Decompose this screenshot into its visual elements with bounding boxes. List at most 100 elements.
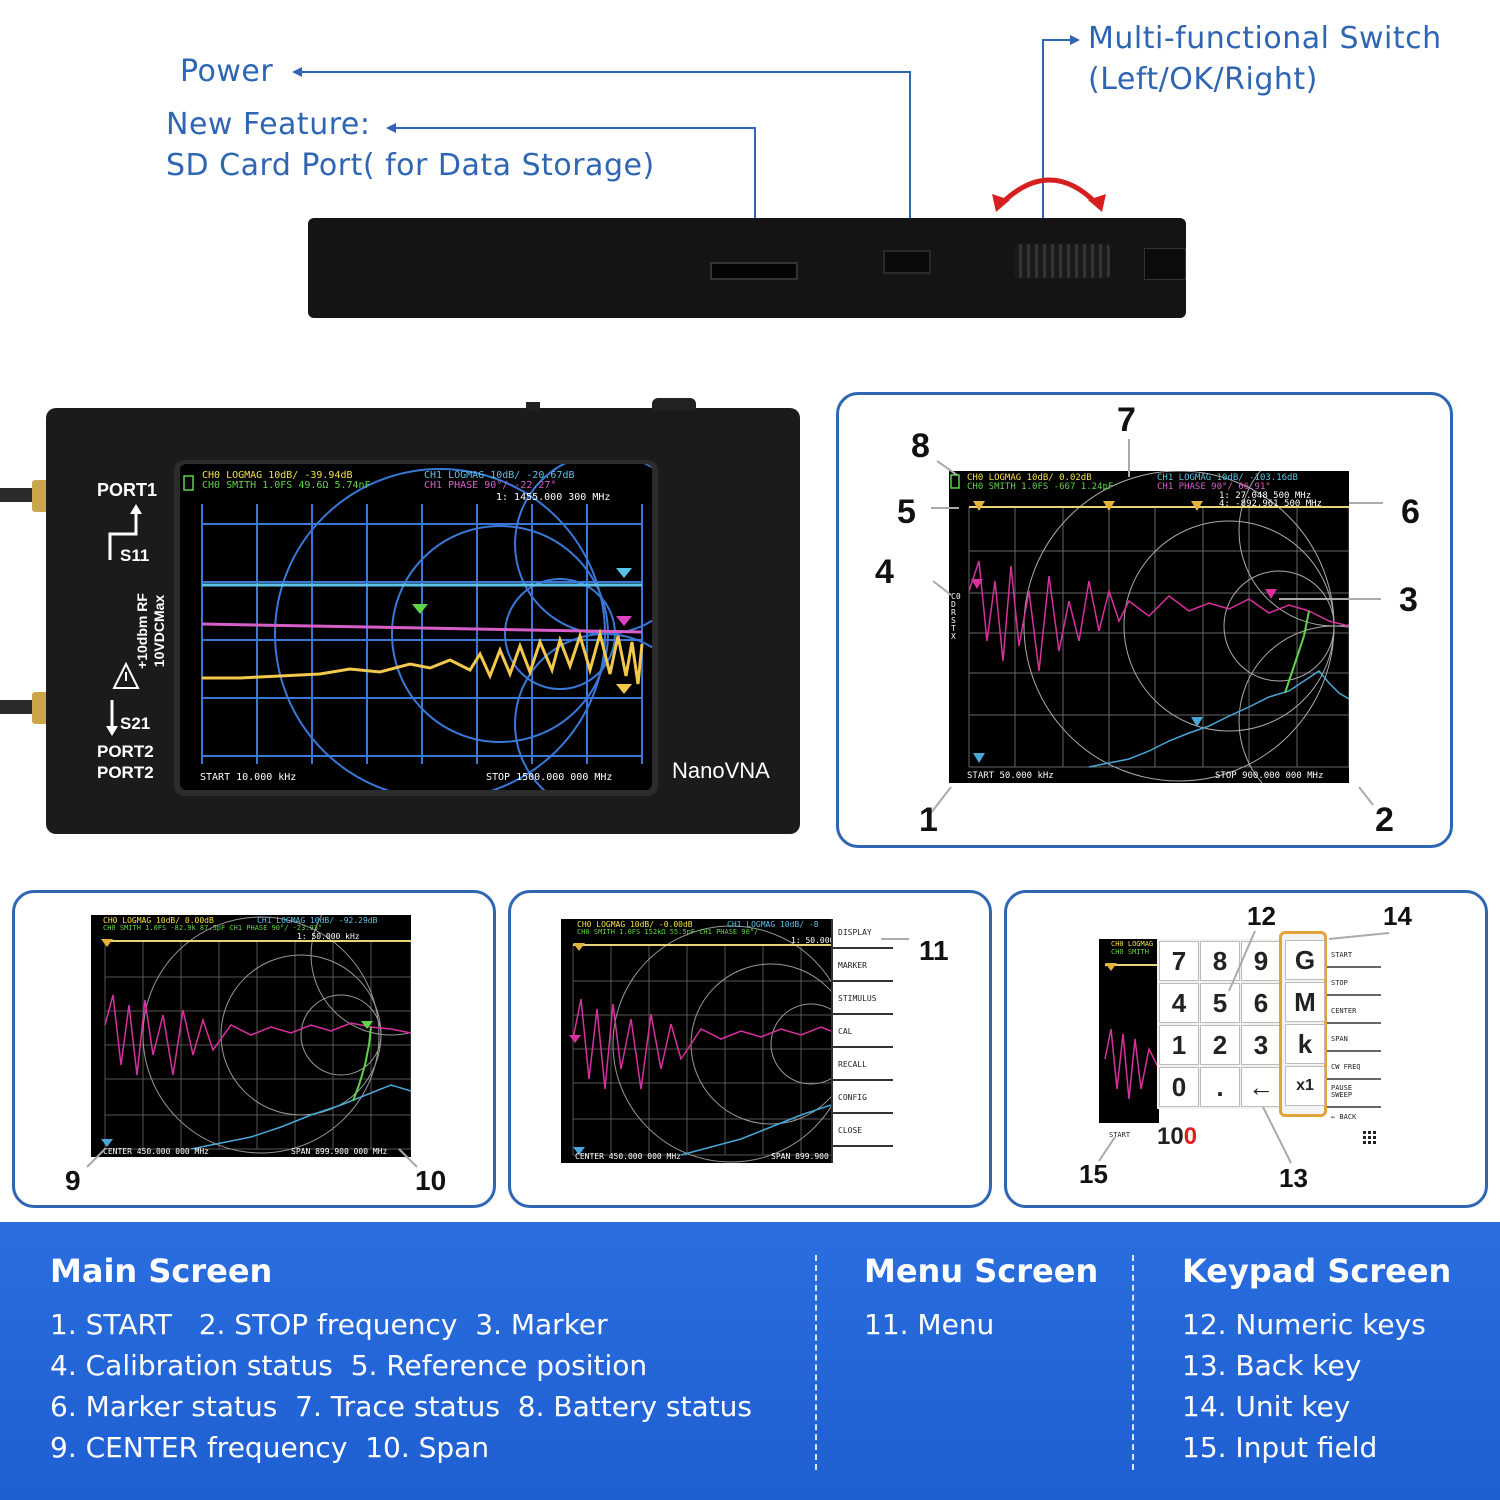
keypad-side-menu: START STOP CENTER SPAN CW FREQ PAUSE SWE…: [1327, 939, 1381, 1123]
device-screen-line2b: CH1 PHASE 90°/ -22.27°: [424, 480, 557, 491]
device-screen-start: START 10.000 kHz: [200, 772, 297, 783]
p11-header-2: CH0 SMITH 1.0FS 152kΩ 55.5pF CH1 PHASE 9…: [577, 928, 759, 936]
label-11: 11: [919, 935, 949, 966]
key-7[interactable]: 7: [1159, 941, 1199, 981]
key-4[interactable]: 4: [1159, 983, 1199, 1023]
label-15: 15: [1079, 1159, 1108, 1189]
brand-logo: NanoVNA: [672, 758, 770, 783]
p9-header-1b: CH1 LOGMAG 10dB/ -92.29dB: [257, 916, 378, 925]
menu-stimulus[interactable]: STIMULUS: [833, 985, 893, 1015]
keypad-legend-line-1: 12. Numeric keys: [1182, 1308, 1426, 1341]
keypad-bg-display: CH0 LOGMAG CH0 SMITH: [1099, 939, 1159, 1123]
keypad-grid-icon: [1363, 1131, 1376, 1144]
key-6[interactable]: 6: [1241, 983, 1281, 1023]
label-2: 2: [1375, 801, 1394, 839]
label-5: 5: [897, 493, 916, 531]
switch-callout-line1: Multi-functional Switch: [1088, 21, 1442, 56]
port1-label: PORT1: [97, 480, 158, 500]
menu-close[interactable]: CLOSE: [833, 1117, 893, 1147]
key-0[interactable]: 0: [1159, 1067, 1199, 1107]
p12-callout-lines: [1098, 930, 1390, 1164]
main-stop: STOP 900.000 000 MHz: [1215, 771, 1324, 781]
device-screen[interactable]: CH0 LOGMAG 10dB/ -39.94dB CH1 LOGMAG 10d…: [180, 464, 652, 790]
main-legend-line-1: 1. START 2. STOP frequency 3. Marker: [50, 1308, 608, 1341]
p9-callout-lines: [86, 1148, 418, 1168]
p9-header-1a: CH0 LOGMAG 10dB/ 0.00dB: [103, 916, 214, 925]
multi-function-switch[interactable]: [1014, 244, 1110, 278]
numeric-keypad: 7 8 9 4 5 6 1 2 3 0 . ←: [1157, 939, 1281, 1109]
keypad-screen-title: Keypad Screen: [1182, 1252, 1452, 1290]
back-key-icon[interactable]: ←: [1241, 1067, 1281, 1107]
main-header-2a: CH0 SMITH 1.0FS -667 1.24pF: [967, 482, 1114, 492]
menu-display[interactable]: DISPLAY: [833, 919, 893, 949]
s11-arrow-icon: [108, 504, 142, 560]
menu-cal[interactable]: CAL: [833, 1018, 893, 1048]
p9-span: SPAN 899.900 000 MHz: [291, 1147, 388, 1156]
keypad-legend-line-3: 14. Unit key: [1182, 1390, 1351, 1423]
main-screen-display: CH0 LOGMAG 10dB/ 0.02dB CH1 LOGMAG 10dB/…: [949, 471, 1349, 783]
label-7: 7: [1117, 401, 1136, 439]
main-legend-line-2: 4. Calibration status 5. Reference posit…: [50, 1349, 648, 1382]
key-1[interactable]: 1: [1159, 1025, 1199, 1065]
main-callout-lines: [930, 439, 1383, 814]
side-center[interactable]: CENTER: [1331, 1007, 1357, 1015]
p11-callout-line: [881, 938, 909, 940]
power-callout: Power: [180, 54, 274, 89]
side-stop[interactable]: STOP: [1331, 979, 1348, 987]
legend-divider-2: [1132, 1255, 1134, 1470]
unit-key-k[interactable]: k: [1285, 1024, 1325, 1064]
label-14: 14: [1383, 901, 1412, 931]
port2-label-a: PORT2: [97, 742, 154, 761]
sd-card-slot[interactable]: [710, 262, 798, 280]
label-3: 3: [1399, 581, 1418, 619]
switch-callout-line2: (Left/OK/Right): [1088, 62, 1318, 97]
main-legend-line-3: 6. Marker status 7. Trace status 8. Batt…: [50, 1390, 752, 1423]
input-field[interactable]: START 100: [1099, 1123, 1385, 1153]
side-span[interactable]: SPAN: [1331, 1035, 1348, 1043]
menu-screen-title: Menu Screen: [864, 1252, 1099, 1290]
unit-key-x1[interactable]: x1: [1285, 1066, 1325, 1106]
main-screen-title: Main Screen: [50, 1252, 273, 1290]
legend-divider-1: [815, 1255, 817, 1470]
main-cal-status: C0 D R S T X: [951, 592, 961, 641]
side-port: [1144, 248, 1186, 280]
label-13: 13: [1279, 1163, 1308, 1193]
unit-key-g[interactable]: G: [1285, 940, 1325, 980]
input-field-label: START: [1109, 1131, 1131, 1139]
key-5[interactable]: 5: [1200, 983, 1240, 1023]
device-front: PORT1 S11 +10dbm RF 10VDCMax S21 PORT2 P…: [46, 398, 800, 834]
side-pause-sweep[interactable]: PAUSE SWEEP: [1331, 1084, 1353, 1099]
side-cw-freq[interactable]: CW FREQ: [1331, 1063, 1361, 1071]
rf-line1: +10dbm RF: [134, 593, 150, 669]
wheel-top: [652, 398, 696, 410]
legend-banner: [0, 1222, 1500, 1500]
menu-config[interactable]: CONFIG: [833, 1084, 893, 1114]
main-marker-1: 1: 27.048 500 MHz: [1219, 491, 1312, 501]
menu-recall[interactable]: RECALL: [833, 1051, 893, 1081]
side-start[interactable]: START: [1331, 951, 1353, 959]
p11-center: CENTER 450.000 000 MHz: [575, 1152, 681, 1161]
power-switch[interactable]: [883, 250, 931, 274]
device-screen-line2a: CH0 SMITH 1.0FS 49.6Ω 5.74nF: [202, 480, 371, 491]
p9-marker: 1: 50.000 kHz: [297, 932, 360, 941]
key-2[interactable]: 2: [1200, 1025, 1240, 1065]
key-3[interactable]: 3: [1241, 1025, 1281, 1065]
input-field-value: 100: [1157, 1123, 1197, 1151]
label-10: 10: [415, 1165, 447, 1196]
input-value-b: 0: [1183, 1123, 1198, 1150]
keypad-bg-plot: [1104, 963, 1159, 1100]
sd-card-callout: SD Card Port( for Data Storage): [166, 148, 655, 183]
menu-marker[interactable]: MARKER: [833, 952, 893, 982]
warning-icon: [112, 662, 140, 689]
unit-key-m[interactable]: M: [1285, 982, 1325, 1022]
device-screen-plot: [183, 464, 652, 790]
side-back[interactable]: ← BACK: [1331, 1113, 1357, 1121]
center-span-display: CH0 LOGMAG 10dB/ 0.00dB CH1 LOGMAG 10dB/…: [91, 915, 411, 1157]
port2-cable: [0, 692, 86, 724]
key-8[interactable]: 8: [1200, 941, 1240, 981]
key-dot[interactable]: .: [1200, 1067, 1240, 1107]
s21-label: S21: [120, 714, 151, 733]
main-screen-plot: [950, 471, 1349, 783]
menu-column: DISPLAY MARKER STIMULUS CAL RECALL CONFI…: [831, 919, 895, 1163]
main-start: START 50.000 kHz: [967, 771, 1054, 781]
